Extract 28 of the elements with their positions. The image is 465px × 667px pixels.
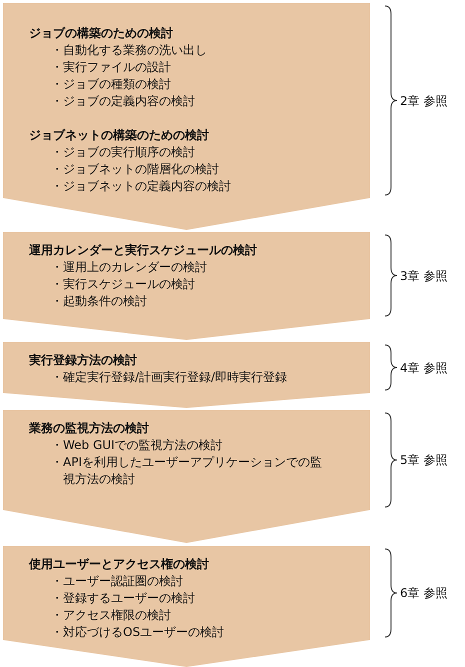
bullet-item: ・実行ファイルの設計 bbox=[50, 59, 172, 76]
bullet-item: ・運用上のカレンダーの検討 bbox=[50, 259, 208, 276]
bullet-item: ・アクセス権限の検討 bbox=[50, 607, 172, 624]
bullet-item: ・ジョブの種類の検討 bbox=[50, 76, 172, 93]
chapter-reference: 3章 参照 bbox=[400, 268, 448, 284]
step-heading: ジョブの構築のための検討 bbox=[28, 25, 174, 42]
step-heading: ジョブネットの構築のための検討 bbox=[28, 127, 210, 144]
bullet-item: ・ユーザー認証圏の検討 bbox=[50, 573, 184, 590]
bullet-item: ・起動条件の検討 bbox=[50, 293, 148, 310]
chapter-reference: 6章 参照 bbox=[400, 585, 448, 602]
chapter-reference: 4章 参照 bbox=[400, 360, 448, 376]
step-heading: 業務の監視方法の検討 bbox=[28, 420, 150, 437]
bullet-item: ・登録するユーザーの検討 bbox=[50, 590, 196, 607]
step-heading: 使用ユーザーとアクセス権の検討 bbox=[28, 556, 210, 573]
bullet-item: ・自動化する業務の洗い出し bbox=[50, 42, 208, 59]
bullet-item: ・APIを利用したユーザーアプリケーションでの監視方法の検討 bbox=[50, 454, 323, 488]
bullet-item: ・ジョブの定義内容の検討 bbox=[50, 93, 196, 110]
chapter-reference: 5章 参照 bbox=[400, 452, 448, 469]
step-heading: 運用カレンダーと実行スケジュールの検討 bbox=[28, 242, 258, 259]
bullet-item: ・実行スケジュールの検討 bbox=[50, 276, 196, 293]
bullet-item: ・確定実行登録/計画実行登録/即時実行登録 bbox=[50, 369, 288, 386]
step-heading: 実行登録方法の検討 bbox=[28, 352, 138, 369]
bullet-item: ・ジョブの実行順序の検討 bbox=[50, 144, 196, 161]
chapter-reference: 2章 参照 bbox=[400, 92, 448, 110]
bullet-item: ・Web GUIでの監視方法の検討 bbox=[50, 437, 224, 454]
bullet-item: ・対応づけるOSユーザーの検討 bbox=[50, 624, 226, 641]
bullet-item: ・ジョブネットの定義内容の検討 bbox=[50, 178, 232, 195]
bullet-item: ・ジョブネットの階層化の検討 bbox=[50, 161, 220, 178]
